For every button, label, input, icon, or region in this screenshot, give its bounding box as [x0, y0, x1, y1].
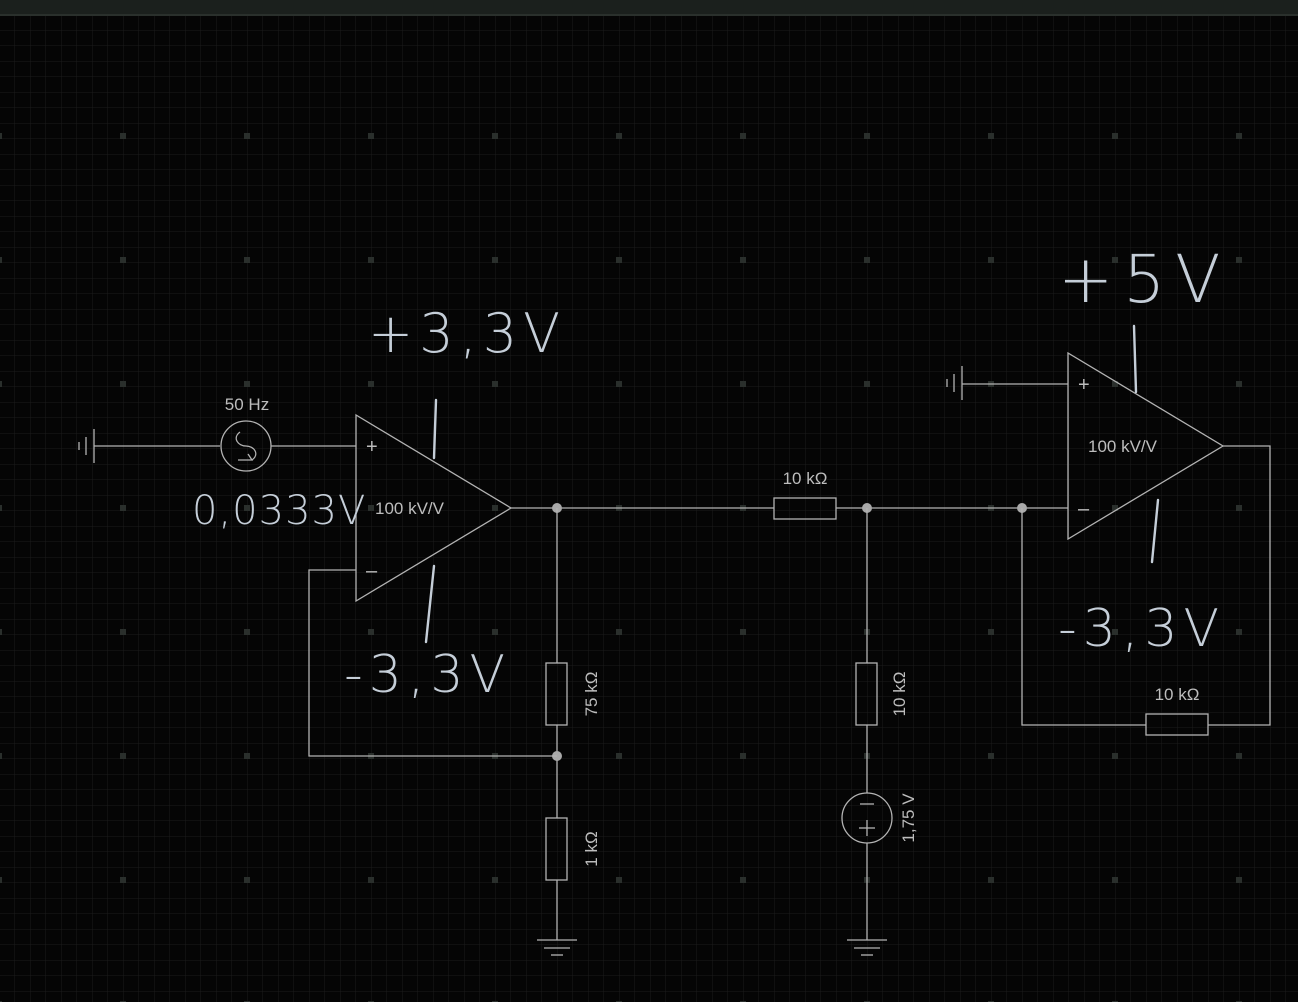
opamp2-plus-pin: + [1078, 374, 1090, 396]
wire-feedback-opamp2-right [1208, 445, 1271, 726]
resistor-75k-label: 75 kΩ [582, 672, 601, 717]
opamp2-minus-pin: – [1078, 498, 1090, 520]
handwritten-opamp1-vpos-stroke [432, 398, 438, 460]
resistor-shunt-label: 10 kΩ [890, 672, 909, 717]
ground-opamp2[interactable] [946, 366, 963, 400]
opamp-1[interactable] [355, 413, 513, 603]
resistor-feedback-label: 10 kΩ [1155, 685, 1200, 704]
handwritten-opamp1-vpos: +3,3V [368, 302, 566, 365]
resistor-series-label: 10 kΩ [783, 469, 828, 488]
handwritten-opamp1-vneg: -3,3V [344, 645, 511, 705]
handwritten-opamp1-vneg-stroke [424, 564, 436, 644]
ground-divider[interactable] [537, 939, 577, 956]
opamp-2[interactable] [1067, 351, 1225, 541]
handwritten-input-amplitude: 0,0333V [192, 488, 366, 534]
ground-dc[interactable] [847, 939, 887, 956]
dc-source-label: 1,75 V [899, 793, 918, 843]
resistor-1k-label: 1 kΩ [582, 831, 601, 866]
handwritten-opamp2-vpos-stroke [1132, 324, 1138, 394]
opamp1-gain-label: 100 kV/V [375, 499, 445, 518]
opamp2-gain-label: 100 kV/V [1088, 437, 1158, 456]
handwritten-opamp2-vpos: +5V [1058, 241, 1230, 318]
handwritten-opamp2-vneg: -3,3V [1058, 599, 1225, 659]
source-frequency-label: 50 Hz [225, 395, 269, 414]
top-toolbar-strip [0, 0, 1298, 16]
grid-major-dots [0, 16, 1298, 1002]
opamp1-plus-pin: + [366, 436, 378, 458]
opamp1-minus-pin: – [366, 560, 378, 582]
handwritten-opamp2-vneg-stroke [1150, 498, 1160, 564]
wire-feedback-opamp2-left [1021, 508, 1146, 726]
wire-feedback-opamp1 [308, 569, 557, 757]
